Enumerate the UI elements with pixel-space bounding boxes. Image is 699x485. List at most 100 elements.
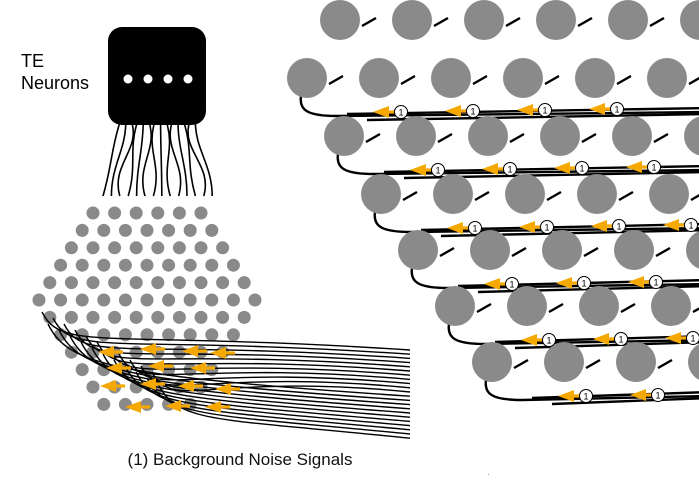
cluster-neuron [86,310,100,324]
signal-marker-label: 1 [618,335,623,345]
cluster-neuron [97,397,111,411]
cluster-signals [98,343,240,413]
cluster-neuron [75,363,89,377]
neuron-cell [505,174,545,214]
dendrite [548,302,564,314]
signal-arrow [519,221,535,233]
cluster-axon [74,329,411,364]
signal-arrow-tail [140,405,150,409]
signal-arrow [205,401,221,413]
cluster-neuron [151,276,165,290]
dendrite [544,74,560,86]
cluster-neuron [64,310,78,324]
signal-arrow [106,362,122,374]
neuron-cell [612,116,652,156]
signal-arrow [591,220,607,232]
cluster-neuron [75,293,89,307]
neuron-cell [320,0,360,40]
cluster-axon [113,359,411,423]
signal-marker [647,160,661,174]
cluster-axon [157,383,411,439]
cluster-neuron [86,380,100,394]
axon [299,95,699,118]
cluster-neuron [140,293,154,307]
cluster-axon [129,359,411,385]
neuron-cell [507,286,547,326]
signal-marker-label: 1 [579,164,584,174]
dendrite [618,190,634,202]
cluster-axon [58,329,411,402]
neuron-cell [468,116,508,156]
neuron-cell [361,174,401,214]
neuron-cell [608,0,648,40]
neuron-cell [616,342,656,382]
signal-arrow [165,400,181,412]
signal-marker [466,104,480,118]
cluster-neuron [216,241,230,255]
cluster-neuron [216,276,230,290]
signal-arrow [558,390,574,402]
neuron-cell [287,58,327,98]
cluster-neuron [172,345,186,359]
neuron-cell [324,116,364,156]
signal-arrow-tail [121,366,131,370]
te-label-line2: Neurons [21,73,90,93]
cluster-axon [41,311,411,351]
signal-arrow [410,164,426,176]
neuron-cell [470,230,510,270]
axon [551,397,699,406]
signal-marker-label: 1 [688,221,693,231]
signal-arrow [445,105,461,117]
cluster-axon [140,365,411,389]
dendrite [577,16,593,28]
dendrite [620,302,636,314]
signal-arrow [182,345,198,357]
signal-arrow-tail [197,349,207,353]
signal-arrow [178,380,194,392]
signal-marker [505,277,519,291]
signal-arrow [210,347,226,359]
axon [447,323,699,346]
signal-marker [651,388,665,402]
dendrite [511,246,527,258]
signal-arrow [373,106,389,118]
cluster-neuron [162,328,176,342]
neuron-cell [614,230,654,270]
dendrite [690,194,699,202]
dendrite [437,132,453,144]
te-wire [102,121,121,197]
te-dot [183,74,193,84]
cluster-neuron [43,310,57,324]
cluster-neuron [172,276,186,290]
cluster-neuron [75,223,89,237]
cluster-neuron [205,258,219,272]
te-wire [135,121,144,197]
axon [484,379,699,402]
signal-arrow [100,380,116,392]
signal-arrow [665,332,681,344]
signal-marker [503,162,517,176]
signal-marker-label: 1 [651,163,656,173]
cluster-neuron [226,258,240,272]
cluster-neuron [54,293,68,307]
neuron-cell [392,0,432,40]
te-wire [187,121,207,197]
cluster-neuron [140,258,154,272]
stray-mark: · [487,470,490,479]
neuron-cell [542,230,582,270]
signal-arrow [140,343,156,355]
cluster-neuron [75,258,89,272]
cluster-neuron [118,258,132,272]
neuron-cell [577,174,617,214]
signal-marker [610,102,624,116]
cluster-axons [41,311,411,439]
dendrite [402,190,418,202]
cluster-neuron [129,310,143,324]
cluster-neuron [226,328,240,342]
cluster-neuron [64,276,78,290]
neuron-cell [649,174,689,214]
neuron-cell [464,0,504,40]
neuron-cell [398,230,438,270]
neuron-cell [433,174,473,214]
